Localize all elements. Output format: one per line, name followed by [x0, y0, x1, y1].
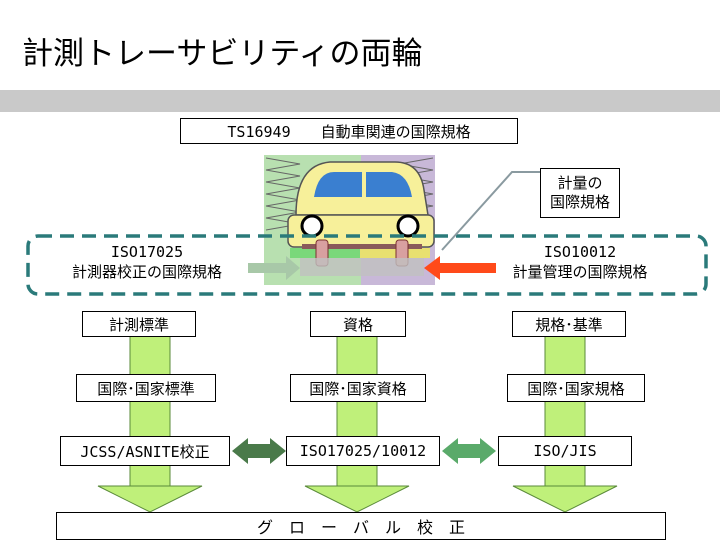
column-arrow-left-icon: [97, 329, 203, 513]
iso17025-description: 計測器校正の国際規格: [71, 263, 222, 281]
column1-row2-label: 国際･国家標準: [97, 379, 195, 398]
column1-row2-box: 国際･国家標準: [76, 374, 216, 402]
column2-row1-label: 資格: [342, 315, 373, 334]
column1-row1-label: 計測標準: [108, 315, 169, 334]
ts16949-box: TS16949 自動車関連の国際規格: [180, 118, 518, 144]
dashed-frame: [26, 234, 708, 296]
arrow-right-to-car-icon: [424, 256, 496, 280]
ts16949-label: TS16949 自動車関連の国際規格: [227, 122, 471, 141]
column3-row3-label: ISO/JIS: [533, 442, 597, 460]
column3-row2-label: 国際･国家規格: [527, 379, 625, 398]
column1-row3-label: JCSS/ASNITE校正: [80, 442, 210, 461]
spring-left-icon: [265, 157, 301, 231]
car-icon: [287, 161, 435, 276]
metrology-callout-line2: 国際規格: [549, 193, 610, 211]
double-arrow-right-icon: [442, 438, 496, 464]
column2-row3-label: ISO17025/10012: [299, 442, 427, 460]
iso10012-description: 計量管理の国際規格: [512, 263, 648, 281]
global-calibration-bar: グ ロ ー バ ル 校 正: [56, 512, 666, 540]
column-arrow-middle-icon: [304, 329, 410, 513]
column2-row2-label: 国際･国家資格: [309, 379, 407, 398]
arrow-left-to-car-icon: [248, 256, 300, 280]
column2-row2-box: 国際･国家資格: [290, 374, 426, 402]
column-arrow-right-icon: [512, 329, 618, 513]
column3-row2-box: 国際･国家規格: [507, 374, 645, 402]
slide-title: 計測トレーサビリティの両輪: [22, 36, 423, 72]
global-calibration-label: グ ロ ー バ ル 校 正: [256, 518, 465, 537]
metrology-callout: 計量の 国際規格: [540, 168, 620, 218]
column3-row1-label: 規格･基準: [535, 315, 603, 334]
header-accent-mask: [543, 0, 720, 90]
column1-row1-box: 計測標準: [82, 311, 196, 337]
column3-row3-box: ISO/JIS: [498, 436, 632, 466]
iso10012-label-group: ISO10012 計量管理の国際規格: [494, 242, 666, 282]
column1-row3-box: JCSS/ASNITE校正: [60, 436, 230, 466]
column3-row1-box: 規格･基準: [512, 311, 626, 337]
column2-row3-box: ISO17025/10012: [286, 436, 440, 466]
double-arrow-left-icon: [232, 438, 286, 464]
metrology-callout-line1: 計量の: [557, 174, 603, 192]
header-grey-band: [0, 90, 720, 112]
iso17025-label-group: ISO17025 計測器校正の国際規格: [52, 242, 242, 282]
column2-row1-box: 資格: [310, 311, 406, 337]
iso10012-code: ISO10012: [543, 243, 617, 261]
iso17025-code: ISO17025: [110, 243, 184, 261]
callout-pointer: [441, 171, 540, 251]
